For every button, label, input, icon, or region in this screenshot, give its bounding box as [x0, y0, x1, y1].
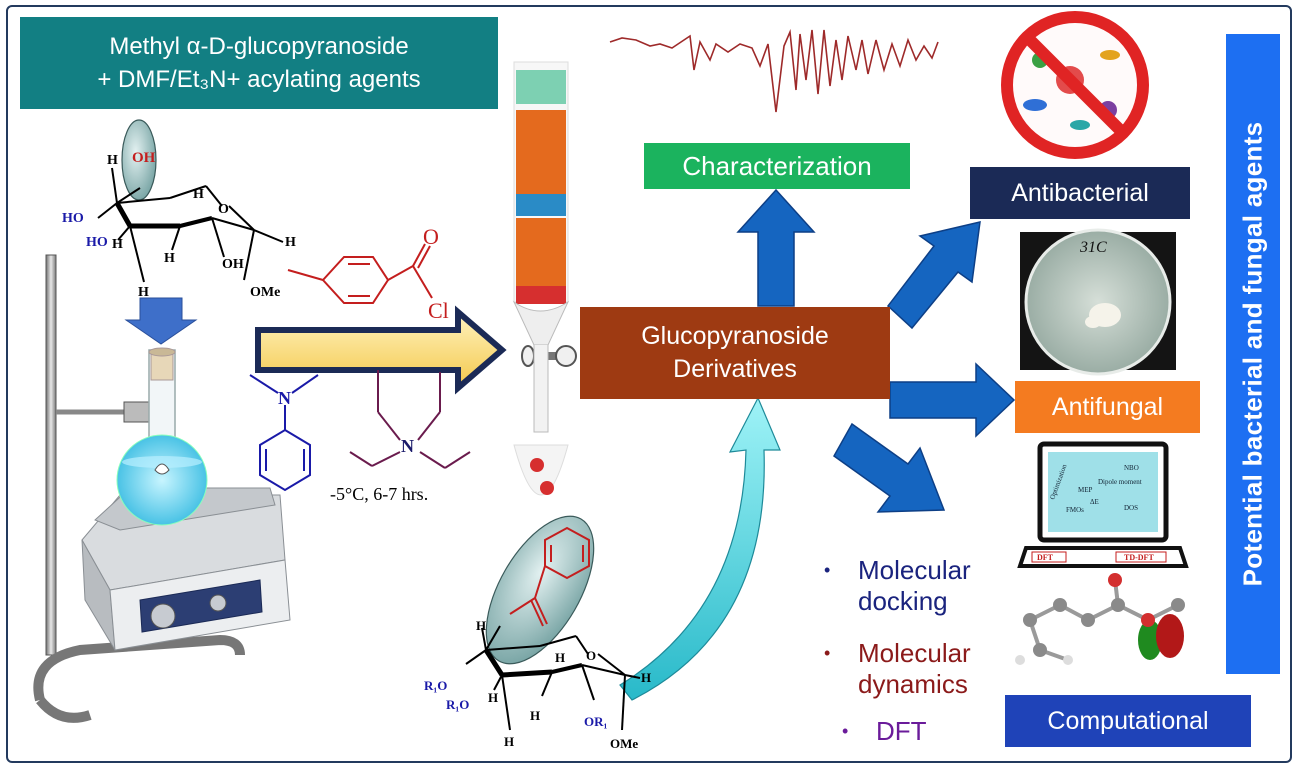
toluoyl-chloride-structure [287, 243, 433, 304]
glyco-line-2: Derivatives [673, 355, 797, 383]
bullet-dft: • DFT [842, 716, 927, 747]
h-label: H [488, 690, 498, 705]
laptop-term: Dipole moment [1098, 478, 1142, 486]
petri-dish-icon [1020, 228, 1176, 376]
oh-label: OH [222, 257, 244, 272]
ho-label: HO [62, 211, 84, 226]
reaction-arrow-icon [255, 305, 507, 395]
side-label-bar: Potential bacterial and fungal agents [1226, 34, 1280, 674]
molecule-model-icon [1015, 573, 1185, 665]
laptop-term: MEP [1078, 486, 1093, 494]
ho-label: HO [86, 235, 108, 250]
h-label: H [504, 734, 514, 749]
or1-label: OR₁ [584, 714, 608, 729]
bullet-dot-icon: • [824, 560, 831, 580]
laptop-dft-button: DFT [1037, 553, 1054, 562]
bullet-molecular-docking: • Molecular docking [824, 555, 971, 617]
characterization-box: Characterization [644, 143, 910, 189]
antifungal-box: Antifungal [1015, 381, 1200, 433]
r1o-label: R₁O [446, 697, 469, 712]
ring-o-label: O [586, 648, 596, 663]
r1o-label: R₁O [424, 678, 447, 693]
lab-stand-icon [33, 254, 245, 723]
h-label: H [530, 708, 540, 723]
conditions-label: -5°C, 6-7 hrs. [330, 484, 428, 504]
glucopyranoside-derivatives-box: Glucopyranoside Derivatives [580, 307, 890, 399]
aniline-n-label: N [278, 388, 291, 408]
arrow-to-antifungal-icon [889, 362, 1016, 438]
petri-label: 31C [1079, 239, 1107, 256]
triethylamine-n-label: N [401, 436, 414, 456]
bullet-line: Molecular [858, 555, 971, 585]
antifungal-label: Antifungal [1051, 392, 1164, 421]
round-flask-icon [116, 347, 208, 526]
up-arrow-icon [736, 188, 816, 307]
antibacterial-label: Antibacterial [1011, 178, 1149, 207]
arrow-to-computational-icon [833, 422, 946, 513]
chloride-label: Cl [428, 298, 449, 323]
title-line-1: Methyl α-D-glucopyranoside [109, 33, 409, 60]
h-label: H [476, 618, 486, 633]
bullet-line: DFT [876, 716, 927, 746]
h-label: H [138, 285, 149, 300]
bullet-dot-icon: • [842, 721, 849, 741]
blue-arrows [736, 188, 1016, 513]
curved-arrow-icon [619, 396, 781, 701]
h-label: H [555, 650, 565, 665]
ome-label: OMe [250, 285, 280, 300]
ir-spectrum-icon [609, 28, 939, 113]
laptop-term: FMOs [1066, 506, 1084, 514]
glyco-line-1: Glucopyranoside [641, 322, 829, 350]
down-arrow-icon [124, 297, 198, 345]
bullet-dot-icon: • [824, 643, 831, 663]
arrow-to-antibacterial-icon [886, 221, 981, 330]
outer-frame [6, 5, 1292, 763]
computational-label: Computational [1047, 706, 1209, 735]
h-label: H [107, 153, 118, 168]
bullet-line: dynamics [858, 669, 968, 699]
acylated-glucopyranoside-structure [465, 515, 641, 731]
characterization-label: Characterization [682, 150, 872, 181]
h-label: H [164, 251, 175, 266]
laptop-term: ΔE [1090, 498, 1099, 506]
laptop-tddft-button: TD-DFT [1124, 553, 1154, 562]
title-box: Methyl α-D-glucopyranoside + DMF/Et₃N+ a… [20, 17, 498, 109]
ring-o-label: O [218, 202, 229, 217]
bullet-line: Molecular [858, 638, 971, 668]
laptop-term: NBO [1124, 464, 1139, 472]
ome-label: OMe [610, 736, 638, 751]
bullet-molecular-dynamics: • Molecular dynamics [824, 638, 971, 700]
laptop-icon [1017, 441, 1189, 568]
carbonyl-o-label: O [423, 224, 439, 249]
oh-label: OH [132, 150, 156, 166]
computational-box: Computational [1005, 695, 1251, 747]
chromatography-column-icon [512, 61, 577, 496]
h-label: H [285, 235, 296, 250]
side-label: Potential bacterial and fungal agents [1237, 121, 1268, 587]
title-line-2: + DMF/Et₃N+ acylating agents [97, 66, 421, 93]
triethylamine-structure [349, 370, 471, 469]
no-bacteria-icon [1001, 11, 1149, 159]
bullet-line: docking [858, 586, 948, 616]
laptop-term: DOS [1124, 504, 1138, 512]
h-label: H [112, 237, 123, 252]
h-label: H [641, 670, 651, 685]
h-label: H [193, 187, 204, 202]
dimethylaniline-structure [249, 374, 319, 492]
glucopyranoside-structure [97, 119, 284, 283]
antibacterial-box: Antibacterial [970, 167, 1190, 219]
